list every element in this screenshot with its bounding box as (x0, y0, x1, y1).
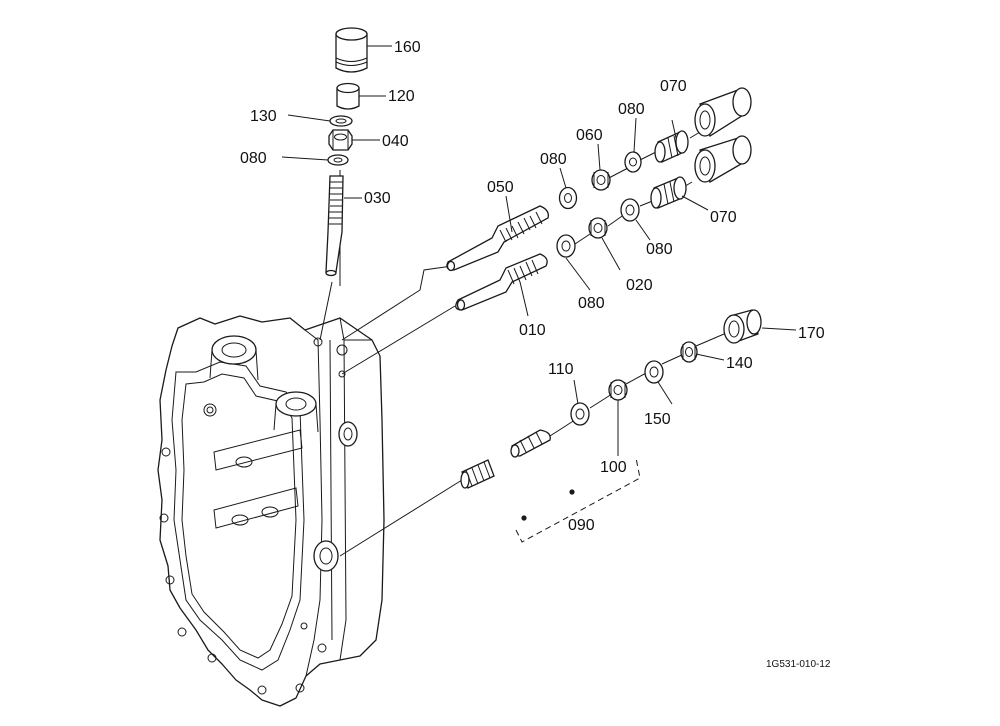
label-070-upper: 070 (660, 78, 687, 95)
label-080-vertical: 080 (240, 150, 267, 167)
part-050-spool (446, 205, 549, 272)
transmission-housing (157, 315, 385, 707)
part-130-washer (329, 115, 353, 127)
group-marker-dot (569, 489, 575, 495)
leader-lines (281, 45, 797, 456)
label-130: 130 (250, 108, 277, 125)
upper-spool-assembly (341, 87, 752, 375)
label-080-upper-right: 080 (618, 101, 645, 118)
label-120: 120 (388, 88, 415, 105)
label-080-lower-left: 080 (578, 295, 605, 312)
part-070-bushing-lower (650, 176, 687, 209)
part-120-plug (336, 82, 360, 110)
label-040: 040 (382, 133, 409, 150)
label-010: 010 (519, 322, 546, 339)
label-030: 030 (364, 190, 391, 207)
label-160: 160 (394, 39, 421, 56)
part-170-cap (723, 309, 762, 344)
label-170: 170 (798, 325, 825, 342)
label-060: 060 (576, 127, 603, 144)
label-100: 100 (600, 459, 627, 476)
part-080-washer-lower-right (620, 198, 640, 222)
part-080-washer-vertical (327, 154, 349, 166)
part-140-nut (680, 341, 698, 363)
group-bracket-090 (515, 457, 641, 543)
part-100-nut (608, 379, 628, 401)
part-070-bushing-upper (654, 130, 689, 163)
part-090-spool (510, 429, 551, 458)
label-070-lower: 070 (710, 209, 737, 226)
part-040-nut (328, 129, 353, 151)
lower-spool-assembly (339, 309, 762, 557)
label-050: 050 (487, 179, 514, 196)
part-110-washer (570, 402, 590, 426)
part-160-cap (335, 27, 368, 73)
part-010-spool (455, 253, 548, 311)
part-sleeve-lower (694, 135, 752, 183)
label-080-upper-left: 080 (540, 151, 567, 168)
part-030-adjusting-rod (325, 175, 344, 277)
label-090: 090 (568, 517, 595, 534)
vertical-valve-stack (319, 27, 368, 341)
part-060-nut (591, 169, 611, 191)
part-150-washer (644, 360, 664, 384)
label-150: 150 (644, 411, 671, 428)
label-080-lower-right: 080 (646, 241, 673, 258)
part-090-spring (460, 459, 495, 489)
part-020-nut (588, 217, 608, 239)
part-080-washer-upper-left (558, 186, 578, 210)
label-140: 140 (726, 355, 753, 372)
label-020: 020 (626, 277, 653, 294)
part-labels: 160 120 130 040 080 030 070 080 060 080 … (240, 39, 831, 670)
part-080-washer-upper-mid (624, 151, 642, 173)
label-110: 110 (548, 361, 574, 378)
part-sleeve-upper (694, 87, 752, 138)
group-marker-dot (521, 515, 527, 521)
part-080-washer-lower-left (556, 234, 576, 258)
drawing-reference-number: 1G531-010-12 (766, 659, 831, 670)
